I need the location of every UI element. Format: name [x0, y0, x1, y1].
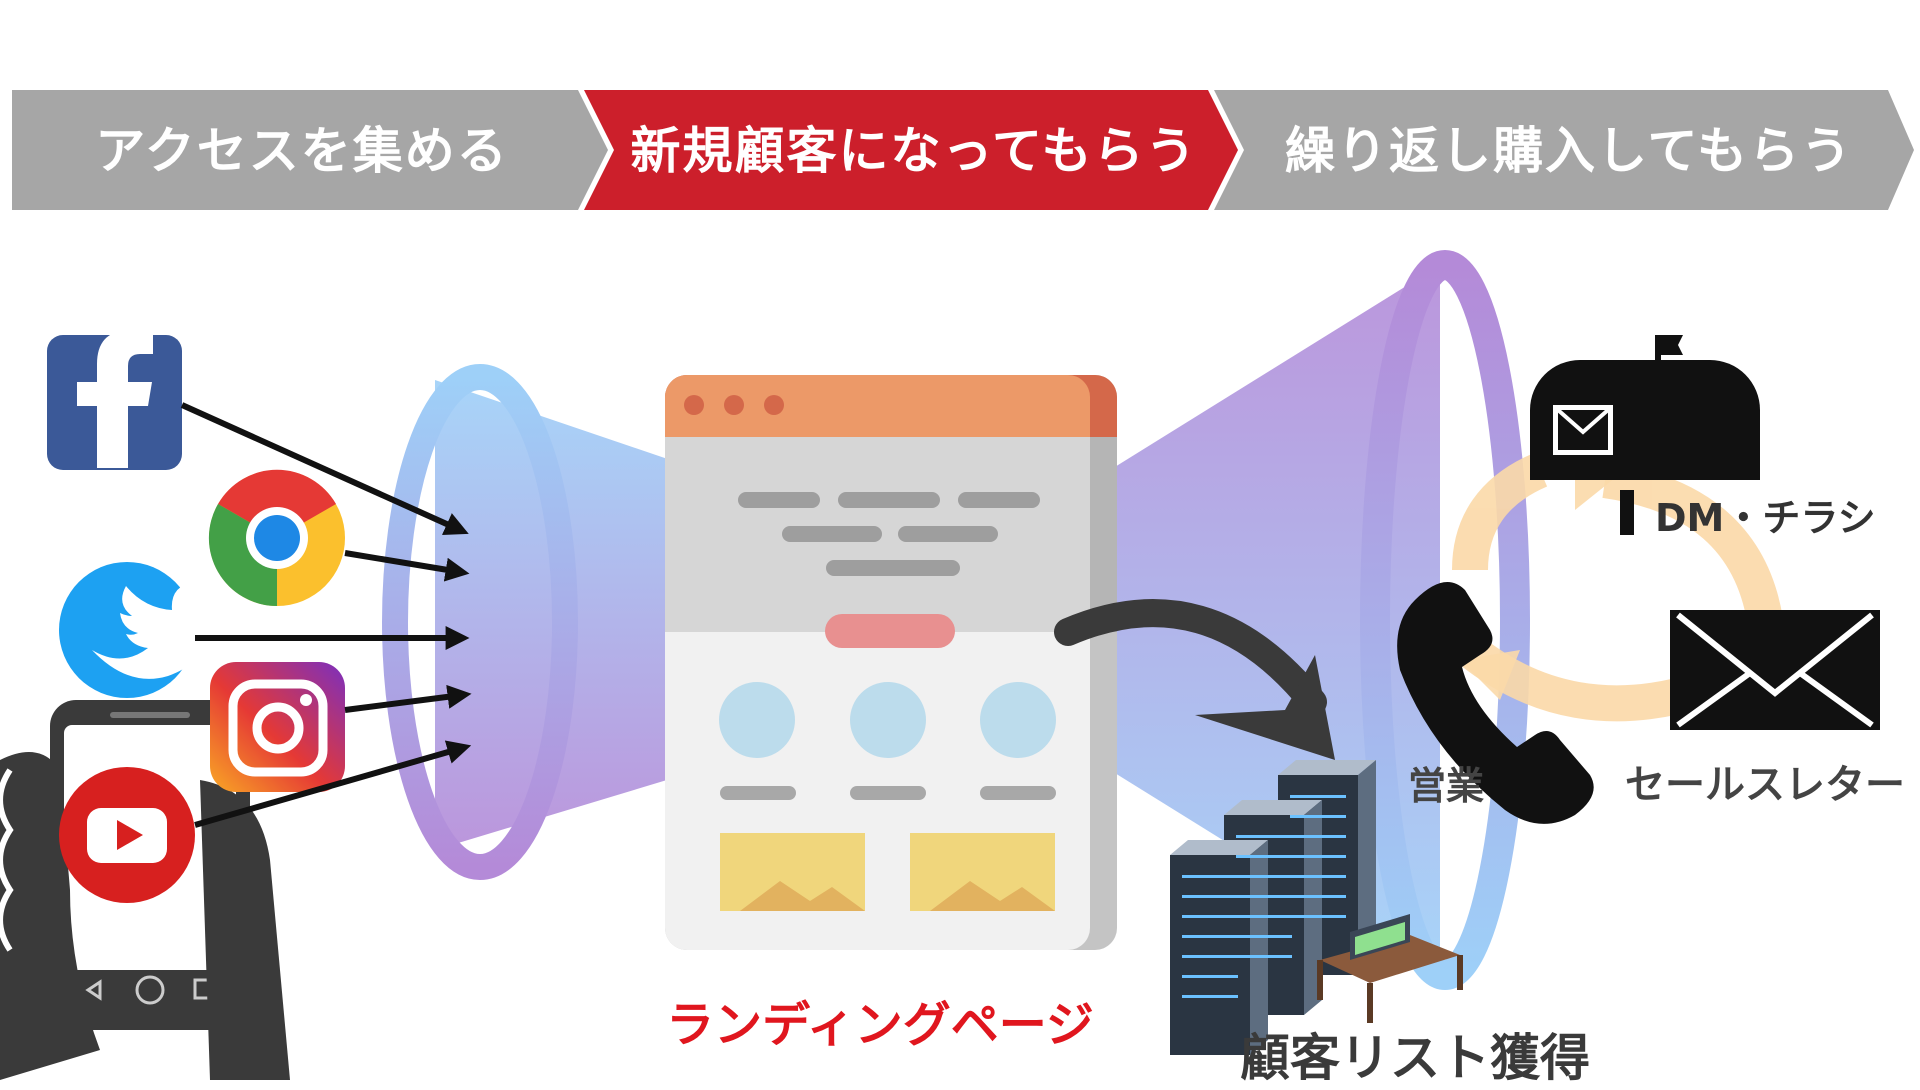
envelope-icon	[1670, 610, 1880, 730]
landing-page-label: ランディングページ	[666, 997, 1094, 1053]
dm-flyer-label: DM・チラシ	[1655, 496, 1876, 540]
left-funnel	[382, 364, 700, 880]
step-2-label: 新規顧客になってもらう	[630, 122, 1198, 180]
telephone-icon	[1397, 582, 1594, 824]
step-1-label: アクセスを集める	[95, 122, 509, 180]
server-rack-icon	[1170, 760, 1463, 1055]
browser-window-icon	[665, 375, 1117, 950]
youtube-icon	[59, 767, 195, 903]
curved-arrow-icon	[1054, 599, 1335, 760]
sales-letter-label: セールスレター	[1625, 762, 1905, 808]
sales-label: 営業	[1408, 764, 1485, 808]
step-2-chevron	[584, 90, 1238, 210]
traffic-arrows	[180, 402, 472, 828]
facebook-icon	[47, 330, 182, 470]
step-3-label: 繰り返し購入してもらう	[1285, 122, 1853, 180]
instagram-icon	[210, 662, 345, 792]
step-3-chevron	[1214, 90, 1914, 210]
mailbox-icon	[1530, 335, 1760, 535]
chrome-icon	[208, 469, 345, 607]
step-bar	[12, 90, 1914, 210]
step-1-chevron	[12, 90, 608, 210]
twitter-icon	[59, 562, 228, 698]
customer-list-label: 顧客リスト獲得	[1240, 1029, 1590, 1087]
